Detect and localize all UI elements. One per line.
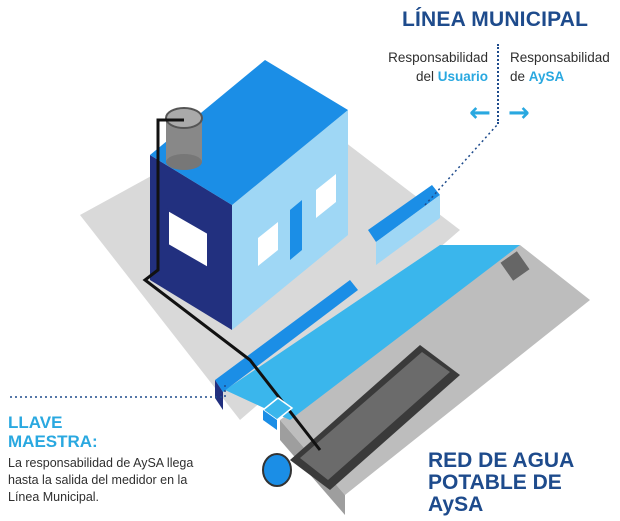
user-responsibility-line2: del Usuario [368,67,488,86]
pipe-stub-right [500,251,530,281]
llave-title-line1: LLAVE [8,413,63,432]
aysa-responsibility-line1: Responsabilidad [510,50,610,65]
fence-wall-right [368,185,440,242]
red-agua-title: RED DE AGUA POTABLE DE AySA [428,450,618,516]
house-front-window-2 [316,174,336,218]
leader-line-municipal [424,124,498,206]
fence-wall-right-face [376,195,440,265]
water-tank-bottom [166,154,202,170]
aysa-responsibility-label: Responsabilidad de AySA [510,48,620,86]
aysa-responsibility-prefix: de [510,69,529,84]
aysa-responsibility-line2: de AySA [510,67,620,86]
service-pipe [142,118,322,451]
user-responsibility-line1: Responsabilidad [388,50,488,65]
user-responsibility-prefix: del [415,69,438,84]
house-side-window [167,208,209,270]
arrow-left-icon: ← [469,98,491,128]
house-roof [150,60,348,205]
llave-maestra-title: LLAVE MAESTRA: [8,413,98,451]
municipal-divider [497,44,499,124]
leader-line-llave [10,385,226,398]
aysa-highlight: AySA [528,69,565,84]
water-main-pipe [300,352,450,480]
llave-maestra-description: La responsabilidad de AySA llega hasta l… [8,456,194,504]
fence-wall-front-side [215,380,223,410]
pipe-end-cap [262,453,292,487]
llave-title-line2: MAESTRA: [8,432,98,451]
linea-municipal-title: LÍNEA MUNICIPAL [402,8,589,31]
meter-box-face [263,410,277,430]
red-title-line2: POTABLE DE AySA [428,471,562,516]
sidewalk-strip [225,245,520,420]
fence-wall-front [215,280,358,392]
house-front-window-1 [258,222,278,266]
user-responsibility-label: Responsabilidad del Usuario [368,48,488,86]
house-door [290,200,302,260]
arrow-right-icon: → [508,98,530,128]
water-tank-top [165,107,203,129]
user-highlight: Usuario [437,69,488,84]
red-title-line1: RED DE AGUA [428,449,575,472]
meter-box [261,397,294,421]
